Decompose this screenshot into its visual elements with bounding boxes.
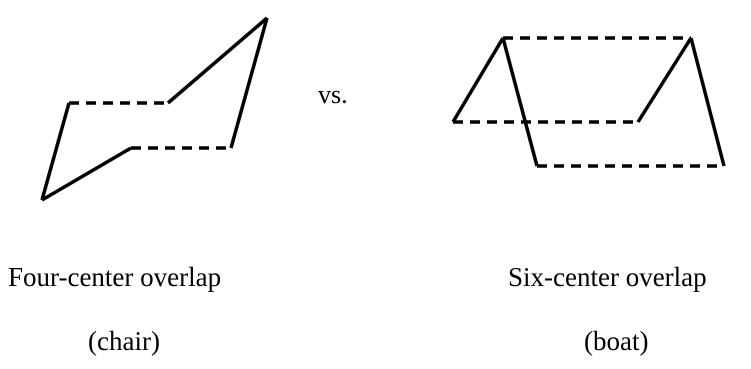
chair-solid-bond	[166, 16, 269, 105]
boat-caption-title: Six-center overlap	[508, 262, 707, 292]
chair-solid-bond	[229, 17, 269, 149]
chair-solid-bond	[41, 146, 132, 202]
chair-caption-title: Four-center overlap	[8, 262, 222, 292]
boat-caption-subtitle: (boat)	[584, 326, 649, 356]
boat-solid-bond	[636, 37, 693, 123]
vs-label: vs.	[318, 80, 348, 109]
boat-solid-bond	[689, 37, 726, 167]
boat-solid-bond	[501, 37, 539, 167]
boat-solid-bond	[451, 37, 505, 123]
boat-shape	[451, 36, 726, 168]
chair-caption-subtitle: (chair)	[88, 326, 160, 356]
chair-solid-bond	[40, 102, 71, 201]
chair-shape	[40, 16, 269, 202]
